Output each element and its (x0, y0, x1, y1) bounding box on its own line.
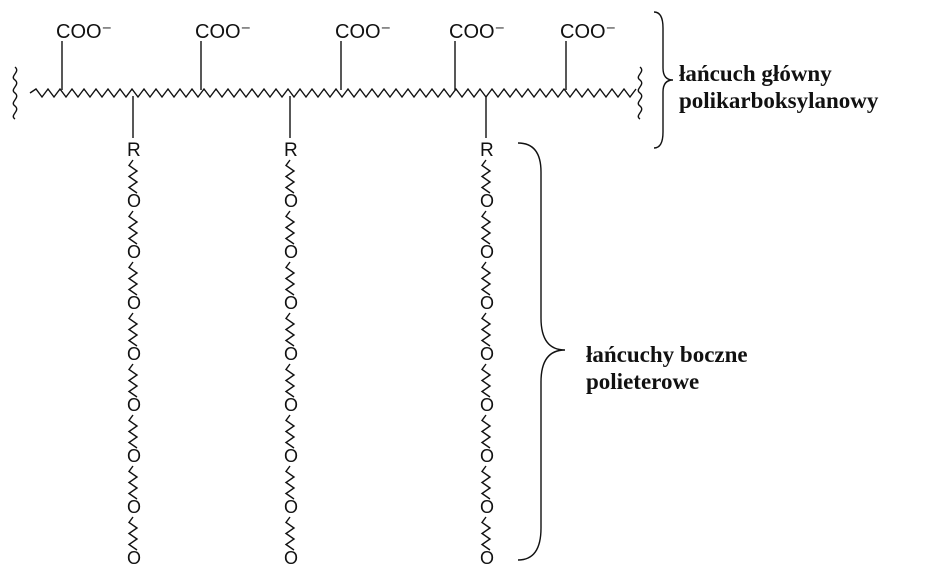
ether-oxygen-label: O (480, 242, 494, 262)
main-chain-label: łańcuch główny polikarboksylanowy (679, 60, 878, 114)
ether-linker-zigzag (127, 363, 139, 398)
ether-oxygen-label: O (480, 548, 494, 567)
ether-linker-zigzag (284, 516, 296, 551)
carboxylate-label: COO⁻ (560, 21, 616, 43)
ether-linker-zigzag (480, 312, 492, 347)
ether-linker-zigzag (480, 465, 492, 500)
r-group-label: R (127, 140, 141, 161)
carboxylate-label: COO⁻ (195, 21, 251, 43)
ether-oxygen-label: O (480, 497, 494, 517)
ether-linker-zigzag (480, 516, 492, 551)
ether-linker-zigzag (127, 159, 139, 194)
ether-oxygen-label: O (127, 548, 141, 567)
ether-oxygen-label: O (480, 446, 494, 466)
ether-oxygen-label: O (127, 446, 141, 466)
ether-linker-zigzag (127, 414, 139, 449)
ether-oxygen-label: O (480, 191, 494, 211)
ether-oxygen-label: O (127, 191, 141, 211)
ether-linker-zigzag (284, 159, 296, 194)
main-chain-label-line-1: łańcuch główny (679, 61, 832, 86)
carboxylate-label: COO⁻ (449, 21, 505, 43)
ether-oxygen-label: O (127, 344, 141, 364)
main-chain-zigzag (29, 87, 637, 99)
ether-linker-zigzag (284, 363, 296, 398)
ether-oxygen-label: O (284, 446, 298, 466)
ether-linker-zigzag (284, 465, 296, 500)
ether-oxygen-label: O (284, 242, 298, 262)
ether-linker-zigzag (480, 261, 492, 296)
carboxylate-groups: COO⁻ COO⁻ COO⁻ COO⁻ COO⁻ (56, 21, 616, 90)
ether-oxygen-label: O (127, 293, 141, 313)
side-chain: R O O O O O O O O (284, 96, 298, 567)
ether-linker-zigzag (127, 312, 139, 347)
carboxylate-label: COO⁻ (335, 21, 391, 43)
ether-oxygen-label: O (480, 344, 494, 364)
side-chain-label-line-1: łańcuchy boczne (586, 342, 748, 367)
side-chain: R O O O O O O O O (127, 96, 141, 567)
main-chain-brace (653, 11, 674, 149)
side-chain-label-line-2: polieterowe (586, 369, 700, 394)
ether-linker-zigzag (480, 363, 492, 398)
r-group-label: R (480, 140, 494, 161)
ether-oxygen-label: O (284, 344, 298, 364)
ether-linker-zigzag (480, 210, 492, 245)
main-chain-backbone (12, 66, 643, 120)
carboxylate-label: COO⁻ (56, 21, 112, 43)
polyether-side-chains: R O O O O O O O O R O O O O O O O O R O O O O O O O O (127, 96, 494, 567)
ether-linker-zigzag (127, 516, 139, 551)
ether-oxygen-label: O (480, 395, 494, 415)
ether-oxygen-label: O (284, 395, 298, 415)
ether-oxygen-label: O (284, 497, 298, 517)
ether-oxygen-label: O (284, 293, 298, 313)
ether-linker-zigzag (127, 465, 139, 500)
ether-linker-zigzag (127, 210, 139, 245)
r-group-label: R (284, 140, 298, 161)
ether-linker-zigzag (127, 261, 139, 296)
ether-oxygen-label: O (127, 242, 141, 262)
ether-linker-zigzag (284, 414, 296, 449)
ether-linker-zigzag (284, 312, 296, 347)
braces (517, 11, 674, 561)
ether-oxygen-label: O (284, 548, 298, 567)
side-chain-label: łańcuchy boczne polieterowe (586, 341, 748, 395)
side-chain: R O O O O O O O O (480, 96, 494, 567)
ether-linker-zigzag (480, 159, 492, 194)
ether-oxygen-label: O (480, 293, 494, 313)
ether-linker-zigzag (284, 261, 296, 296)
ether-oxygen-label: O (127, 395, 141, 415)
main-chain-label-line-2: polikarboksylanowy (679, 88, 879, 113)
ether-linker-zigzag (480, 414, 492, 449)
ether-oxygen-label: O (127, 497, 141, 517)
chain-end-wavy-mark (12, 66, 18, 120)
chain-end-wavy-mark (637, 66, 643, 120)
side-chain-brace (517, 142, 566, 561)
ether-oxygen-label: O (284, 191, 298, 211)
ether-linker-zigzag (284, 210, 296, 245)
